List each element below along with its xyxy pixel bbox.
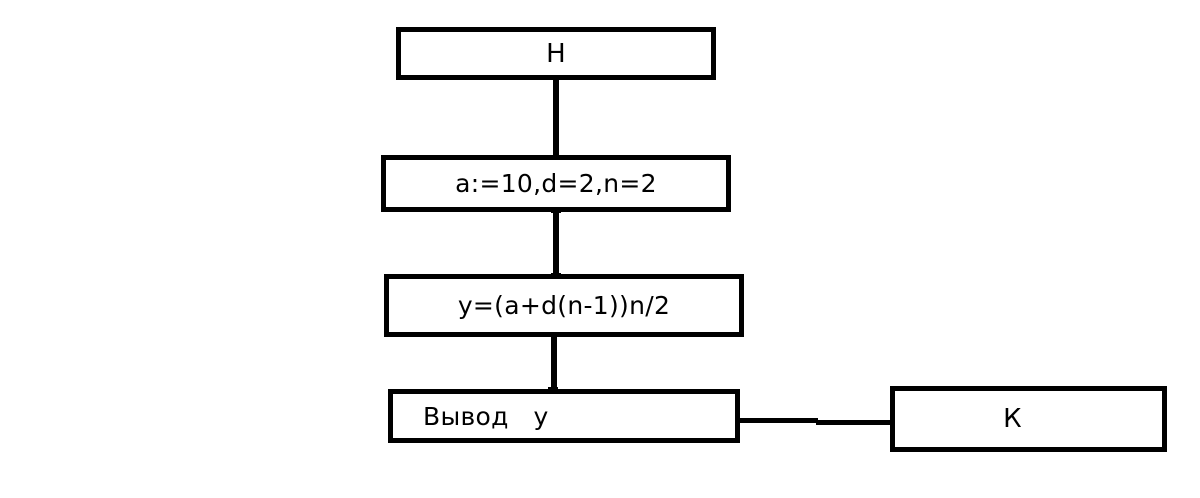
flowchart-node-output-label: Вывод y [423, 401, 549, 431]
flowchart-node-start[interactable]: Н [396, 27, 716, 80]
flowchart-node-end[interactable]: К [890, 386, 1167, 452]
connector-start-to-init [553, 79, 559, 157]
flowchart-node-formula-label: y=(a+d(n-1))n/2 [457, 291, 671, 320]
flowchart-node-init[interactable]: a:=10,d=2,n=2 [381, 155, 731, 212]
flowchart-node-formula[interactable]: y=(a+d(n-1))n/2 [384, 274, 744, 337]
flowchart-node-init-label: a:=10,d=2,n=2 [455, 169, 657, 198]
connector-output-to-end-segment-2 [816, 420, 892, 425]
flowchart-node-end-label: К [1003, 404, 1022, 434]
connector-init-to-formula [553, 211, 559, 277]
connector-formula-to-output [551, 336, 557, 391]
connector-output-to-end-segment-1 [740, 418, 818, 423]
flowchart-node-output[interactable]: Вывод y [388, 389, 740, 443]
flowchart-node-start-label: Н [546, 38, 566, 69]
